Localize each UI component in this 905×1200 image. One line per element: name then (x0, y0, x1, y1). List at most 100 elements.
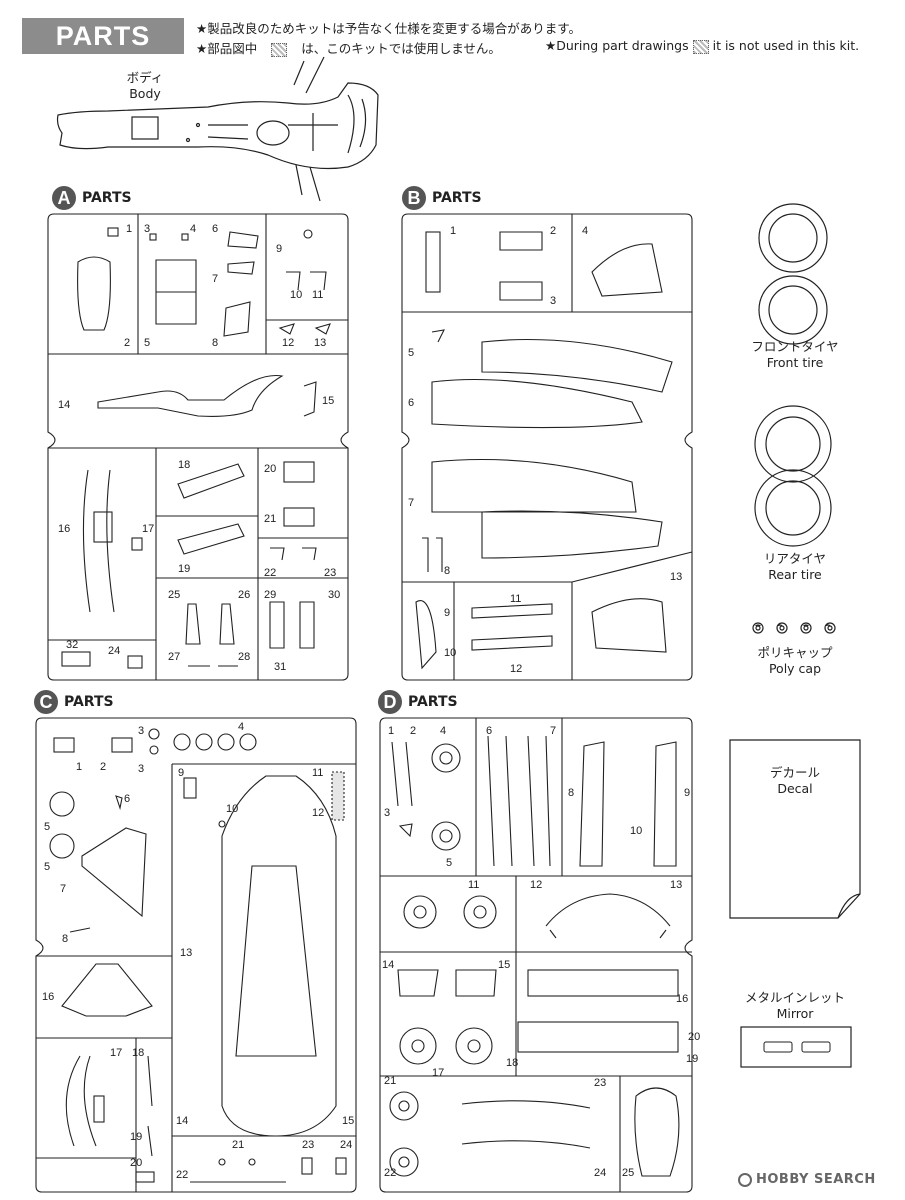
svg-text:12: 12 (312, 807, 324, 819)
section-c-title: PARTS (64, 694, 114, 710)
svg-text:9: 9 (276, 243, 282, 255)
svg-text:6: 6 (486, 725, 492, 737)
svg-text:10: 10 (290, 289, 302, 301)
svg-text:22: 22 (264, 567, 276, 579)
watermark-text: HOBBY SEARCH (756, 1172, 876, 1187)
section-c-header: C PARTS (34, 690, 114, 714)
svg-text:28: 28 (238, 651, 250, 663)
svg-text:25: 25 (622, 1167, 634, 1179)
notice-unused-en: ★During part drawings it is not used in t… (545, 38, 859, 54)
svg-text:10: 10 (226, 803, 238, 815)
svg-text:13: 13 (314, 337, 326, 349)
svg-text:5: 5 (144, 337, 150, 349)
svg-text:22: 22 (176, 1169, 188, 1181)
notice-unused-jp-b: は、このキットでは使用しません。 (301, 41, 501, 56)
svg-text:15: 15 (322, 395, 334, 407)
svg-text:2: 2 (410, 725, 416, 737)
svg-text:18: 18 (178, 459, 190, 471)
svg-text:2: 2 (124, 337, 130, 349)
svg-text:1: 1 (76, 761, 82, 773)
svg-text:16: 16 (58, 523, 70, 535)
poly-cap-drawing (752, 622, 836, 634)
unused-hatch-icon-en (692, 39, 709, 54)
body-label-en: Body (129, 86, 161, 101)
svg-text:12: 12 (530, 879, 542, 891)
svg-text:30: 30 (328, 589, 340, 601)
section-b-letter: B (402, 186, 426, 210)
svg-text:3: 3 (138, 725, 144, 737)
section-a-letter: A (52, 186, 76, 210)
svg-text:15: 15 (342, 1115, 354, 1127)
parts-title: PARTS (22, 18, 184, 54)
svg-text:29: 29 (264, 589, 276, 601)
svg-text:10: 10 (630, 825, 642, 837)
svg-text:18: 18 (132, 1047, 144, 1059)
svg-text:3: 3 (550, 295, 556, 307)
svg-text:17: 17 (110, 1047, 122, 1059)
poly-cap-label: ポリキャップ Poly cap (745, 645, 845, 677)
poly-cap-en: Poly cap (768, 661, 822, 676)
svg-text:27: 27 (168, 651, 180, 663)
hobby-search-watermark: HOBBY SEARCH (738, 1172, 876, 1187)
body-label: ボディ Body (120, 70, 170, 102)
svg-text:5: 5 (44, 861, 50, 873)
svg-text:8: 8 (444, 565, 450, 577)
hobby-search-logo-icon (738, 1172, 752, 1187)
svg-text:9: 9 (684, 787, 690, 799)
mirror-label: メタルインレット Mirror (735, 990, 855, 1022)
svg-text:13: 13 (180, 947, 192, 959)
section-d-letter: D (378, 690, 402, 714)
svg-text:3: 3 (144, 223, 150, 235)
svg-text:20: 20 (130, 1157, 142, 1169)
body-label-jp: ボディ (126, 70, 164, 85)
section-a-header: A PARTS (52, 186, 132, 210)
svg-text:5: 5 (408, 347, 414, 359)
svg-text:3: 3 (384, 807, 390, 819)
svg-text:21: 21 (384, 1075, 396, 1087)
svg-text:9: 9 (178, 767, 184, 779)
section-d-header: D PARTS (378, 690, 458, 714)
decal-label: デカール Decal (735, 765, 855, 797)
svg-text:31: 31 (274, 661, 286, 673)
section-d-title: PARTS (408, 694, 458, 710)
rear-tire-jp: リアタイヤ (763, 551, 827, 566)
decal-en: Decal (777, 781, 813, 796)
section-b-title: PARTS (432, 190, 482, 206)
poly-cap-jp: ポリキャップ (757, 645, 833, 660)
svg-text:4: 4 (582, 225, 588, 237)
svg-text:19: 19 (178, 563, 190, 575)
svg-text:8: 8 (568, 787, 574, 799)
svg-text:8: 8 (62, 933, 68, 945)
notice-unused-jp-a: ★部品図中 (196, 41, 258, 56)
notice-unused-en-b: it is not used in this kit. (712, 38, 860, 53)
svg-text:2: 2 (550, 225, 556, 237)
notice-unused-en-a: ★During part drawings (545, 38, 689, 53)
svg-text:5: 5 (44, 821, 50, 833)
svg-text:24: 24 (340, 1139, 352, 1151)
svg-text:1: 1 (450, 225, 456, 237)
rear-tire-label: リアタイヤ Rear tire (745, 551, 845, 583)
svg-text:21: 21 (232, 1139, 244, 1151)
section-c-letter: C (34, 690, 58, 714)
svg-text:12: 12 (282, 337, 294, 349)
svg-text:10: 10 (444, 647, 456, 659)
notice-spec-change: ★製品改良のためキットは予告なく仕様を変更する場合があります。 (196, 21, 581, 36)
svg-text:13: 13 (670, 879, 682, 891)
svg-text:7: 7 (408, 497, 414, 509)
svg-text:3: 3 (138, 763, 144, 775)
svg-text:4: 4 (238, 721, 244, 733)
svg-text:1: 1 (388, 725, 394, 737)
svg-text:16: 16 (42, 991, 54, 1003)
svg-text:25: 25 (168, 589, 180, 601)
svg-text:19: 19 (686, 1053, 698, 1065)
decal-sheet (729, 739, 861, 919)
svg-text:11: 11 (312, 767, 323, 779)
svg-text:6: 6 (408, 397, 414, 409)
svg-text:17: 17 (142, 523, 154, 535)
svg-text:2: 2 (100, 761, 106, 773)
